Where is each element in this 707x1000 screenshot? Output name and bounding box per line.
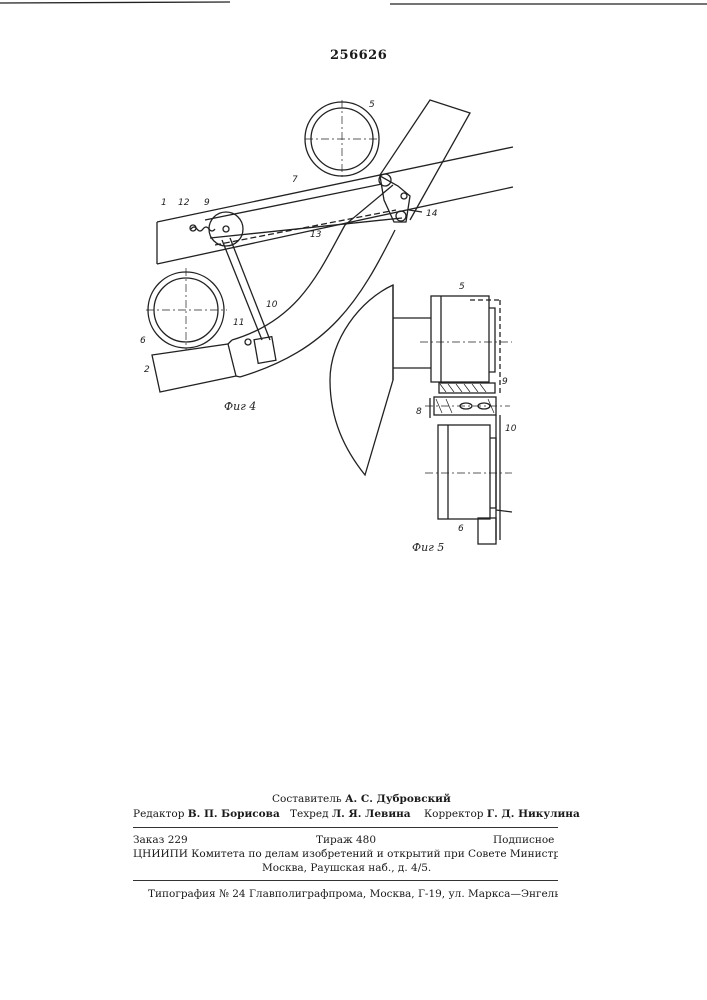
label-12: 12 bbox=[178, 198, 190, 208]
subscription: Подписное bbox=[493, 834, 554, 846]
compiler-label: Составитель bbox=[272, 793, 342, 805]
compiler-name: А. С. Дубровский bbox=[345, 793, 451, 805]
label-14: 14 bbox=[426, 209, 438, 219]
label-8: 8 bbox=[416, 407, 422, 417]
drum-6 bbox=[438, 425, 490, 519]
label-5-fig4: 5 bbox=[369, 100, 375, 110]
label-13: 13 bbox=[310, 230, 322, 240]
editor-label: Редактор bbox=[133, 808, 184, 820]
label-7: 7 bbox=[292, 175, 298, 185]
fig5-caption: Фиг 5 bbox=[412, 541, 444, 554]
label-9-fig4: 9 bbox=[204, 198, 210, 208]
label-9-fig5: 9 bbox=[502, 377, 508, 387]
techred-name: Л. Я. Левина bbox=[332, 808, 411, 820]
label-5-fig5: 5 bbox=[459, 282, 465, 292]
divider-2 bbox=[133, 880, 558, 881]
divider bbox=[133, 827, 558, 828]
label-11: 11 bbox=[233, 318, 244, 328]
corrector-label: Корректор bbox=[424, 808, 484, 820]
address-line: Москва, Раушская наб., д. 4/5. bbox=[262, 862, 431, 874]
techred-label: Техред bbox=[290, 808, 329, 820]
corrector-name: Г. Д. Никулина bbox=[487, 808, 580, 820]
print-run: Тираж 480 bbox=[316, 834, 376, 846]
institute-line: ЦНИИПИ Комитета по делам изобретений и о… bbox=[133, 848, 558, 860]
label-10-fig5: 10 bbox=[505, 424, 517, 434]
corrector-line: Корректор Г. Д. Никулина bbox=[424, 808, 580, 820]
printer-line: Типография № 24 Главполиграфпрома, Москв… bbox=[148, 888, 558, 900]
label-6-fig4: 6 bbox=[140, 336, 146, 346]
conveyor-1 bbox=[157, 147, 513, 264]
label-6-fig5: 6 bbox=[458, 524, 464, 534]
editor-name: В. П. Борисова bbox=[188, 808, 280, 820]
label-10-fig4: 10 bbox=[266, 300, 278, 310]
conveyor-2 bbox=[152, 344, 236, 392]
hopper bbox=[330, 285, 393, 475]
editor-line: Редактор В. П. Борисова bbox=[133, 808, 280, 820]
order-number: Заказ 229 bbox=[133, 834, 188, 846]
label-2: 2 bbox=[144, 365, 150, 375]
label-1: 1 bbox=[161, 198, 167, 208]
compiler-line: Составитель А. С. Дубровский bbox=[272, 793, 451, 805]
techred-line: Техред Л. Я. Левина bbox=[290, 808, 411, 820]
fig4-caption: Фиг 4 bbox=[224, 400, 256, 413]
drum-5 bbox=[431, 296, 489, 382]
